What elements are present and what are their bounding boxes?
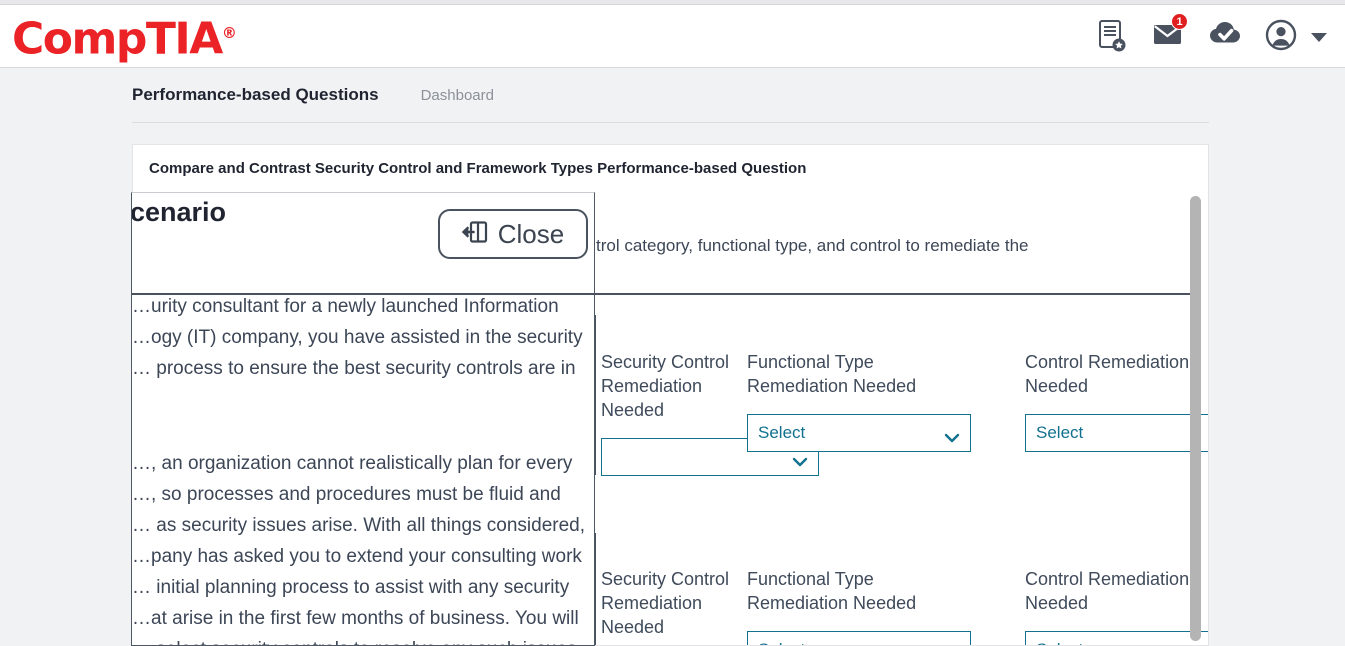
question-title: Compare and Contrast Security Control an… [149, 160, 807, 177]
scenario-line: …urity consultant for a newly launched I… [132, 296, 559, 317]
close-button-label: Close [497, 218, 565, 249]
section-divider [143, 293, 1194, 295]
question-title-card: Compare and Contrast Security Control an… [132, 144, 1209, 193]
overlay-title: Scenario [131, 197, 227, 227]
account-chevron-down-icon[interactable] [1311, 32, 1327, 42]
grid-divider-row2 [594, 533, 596, 645]
browser-chrome-strip [0, 0, 1345, 5]
select-value: Select [1036, 638, 1083, 645]
mail-icon[interactable]: 1 [1153, 13, 1188, 55]
select-control-row1[interactable]: Select [1025, 414, 1208, 452]
logo-text: CompTIA [12, 13, 223, 65]
exit-back-icon [461, 219, 489, 250]
select-value: Select [1036, 423, 1084, 442]
certificate-icon[interactable] [1097, 19, 1131, 55]
scenario-line: … initial planning process to assist wit… [132, 577, 570, 598]
vertical-scrollbar[interactable] [1190, 196, 1201, 641]
tab-dashboard[interactable]: Dashboard [420, 87, 494, 104]
overlay-scenario-text: …urity consultant for a newly launched I… [132, 275, 594, 645]
account-icon[interactable] [1265, 19, 1297, 55]
cloud-check-icon[interactable] [1209, 19, 1243, 55]
scenario-line: …at arise in the first few months of bus… [132, 608, 579, 629]
overlay-divider [132, 293, 594, 295]
scenario-line: … as security issues arise. With all thi… [132, 515, 586, 536]
scenario-overlay-dialog: Scenario Close …urity consultant for a n… [131, 192, 595, 646]
scenario-line: …, an organization cannot realistically … [132, 453, 573, 474]
tab-performance-based-questions[interactable]: Performance-based Questions [132, 85, 379, 104]
scenario-line: …ogy (IT) company, you have assisted in … [132, 327, 583, 348]
scenario-paragraph-1: …urity consultant for a newly launched I… [132, 291, 594, 384]
scenario-paragraph-2: …, an organization cannot realistically … [132, 448, 594, 645]
logo-registered-mark: ® [221, 24, 237, 42]
page-tabs: Performance-based Questions Dashboard [132, 78, 1209, 123]
comptia-logo[interactable]: CompTIA® [12, 11, 237, 65]
close-button[interactable]: Close [438, 209, 588, 259]
mail-badge-count: 1 [1171, 13, 1188, 30]
instruction-text-visible: trol category, functional type, and cont… [596, 236, 1029, 255]
scenario-line: … process to ensure the best security co… [132, 358, 576, 379]
grid-divider-row1 [594, 315, 596, 475]
scenario-line: … select security controls to resolve an… [132, 639, 582, 645]
instruction-text: trol category, functional type, and cont… [596, 233, 1196, 259]
select-control-row2[interactable]: Select [1025, 631, 1208, 645]
site-header: CompTIA® 1 [0, 5, 1345, 68]
scenario-line: …, so processes and procedures must be f… [132, 484, 561, 505]
header-icon-group: 1 [1097, 13, 1327, 55]
scenario-line: …pany has asked you to extend your consu… [132, 546, 582, 567]
select-functional-type-row1[interactable]: Select [747, 414, 971, 452]
select-value: Select [758, 638, 805, 645]
chevron-down-icon [792, 450, 808, 474]
chevron-down-icon [944, 426, 960, 450]
select-value: Select [758, 423, 806, 442]
select-functional-type-row2[interactable]: Select [747, 631, 971, 645]
overlay-header: Scenario Close [131, 193, 594, 270]
